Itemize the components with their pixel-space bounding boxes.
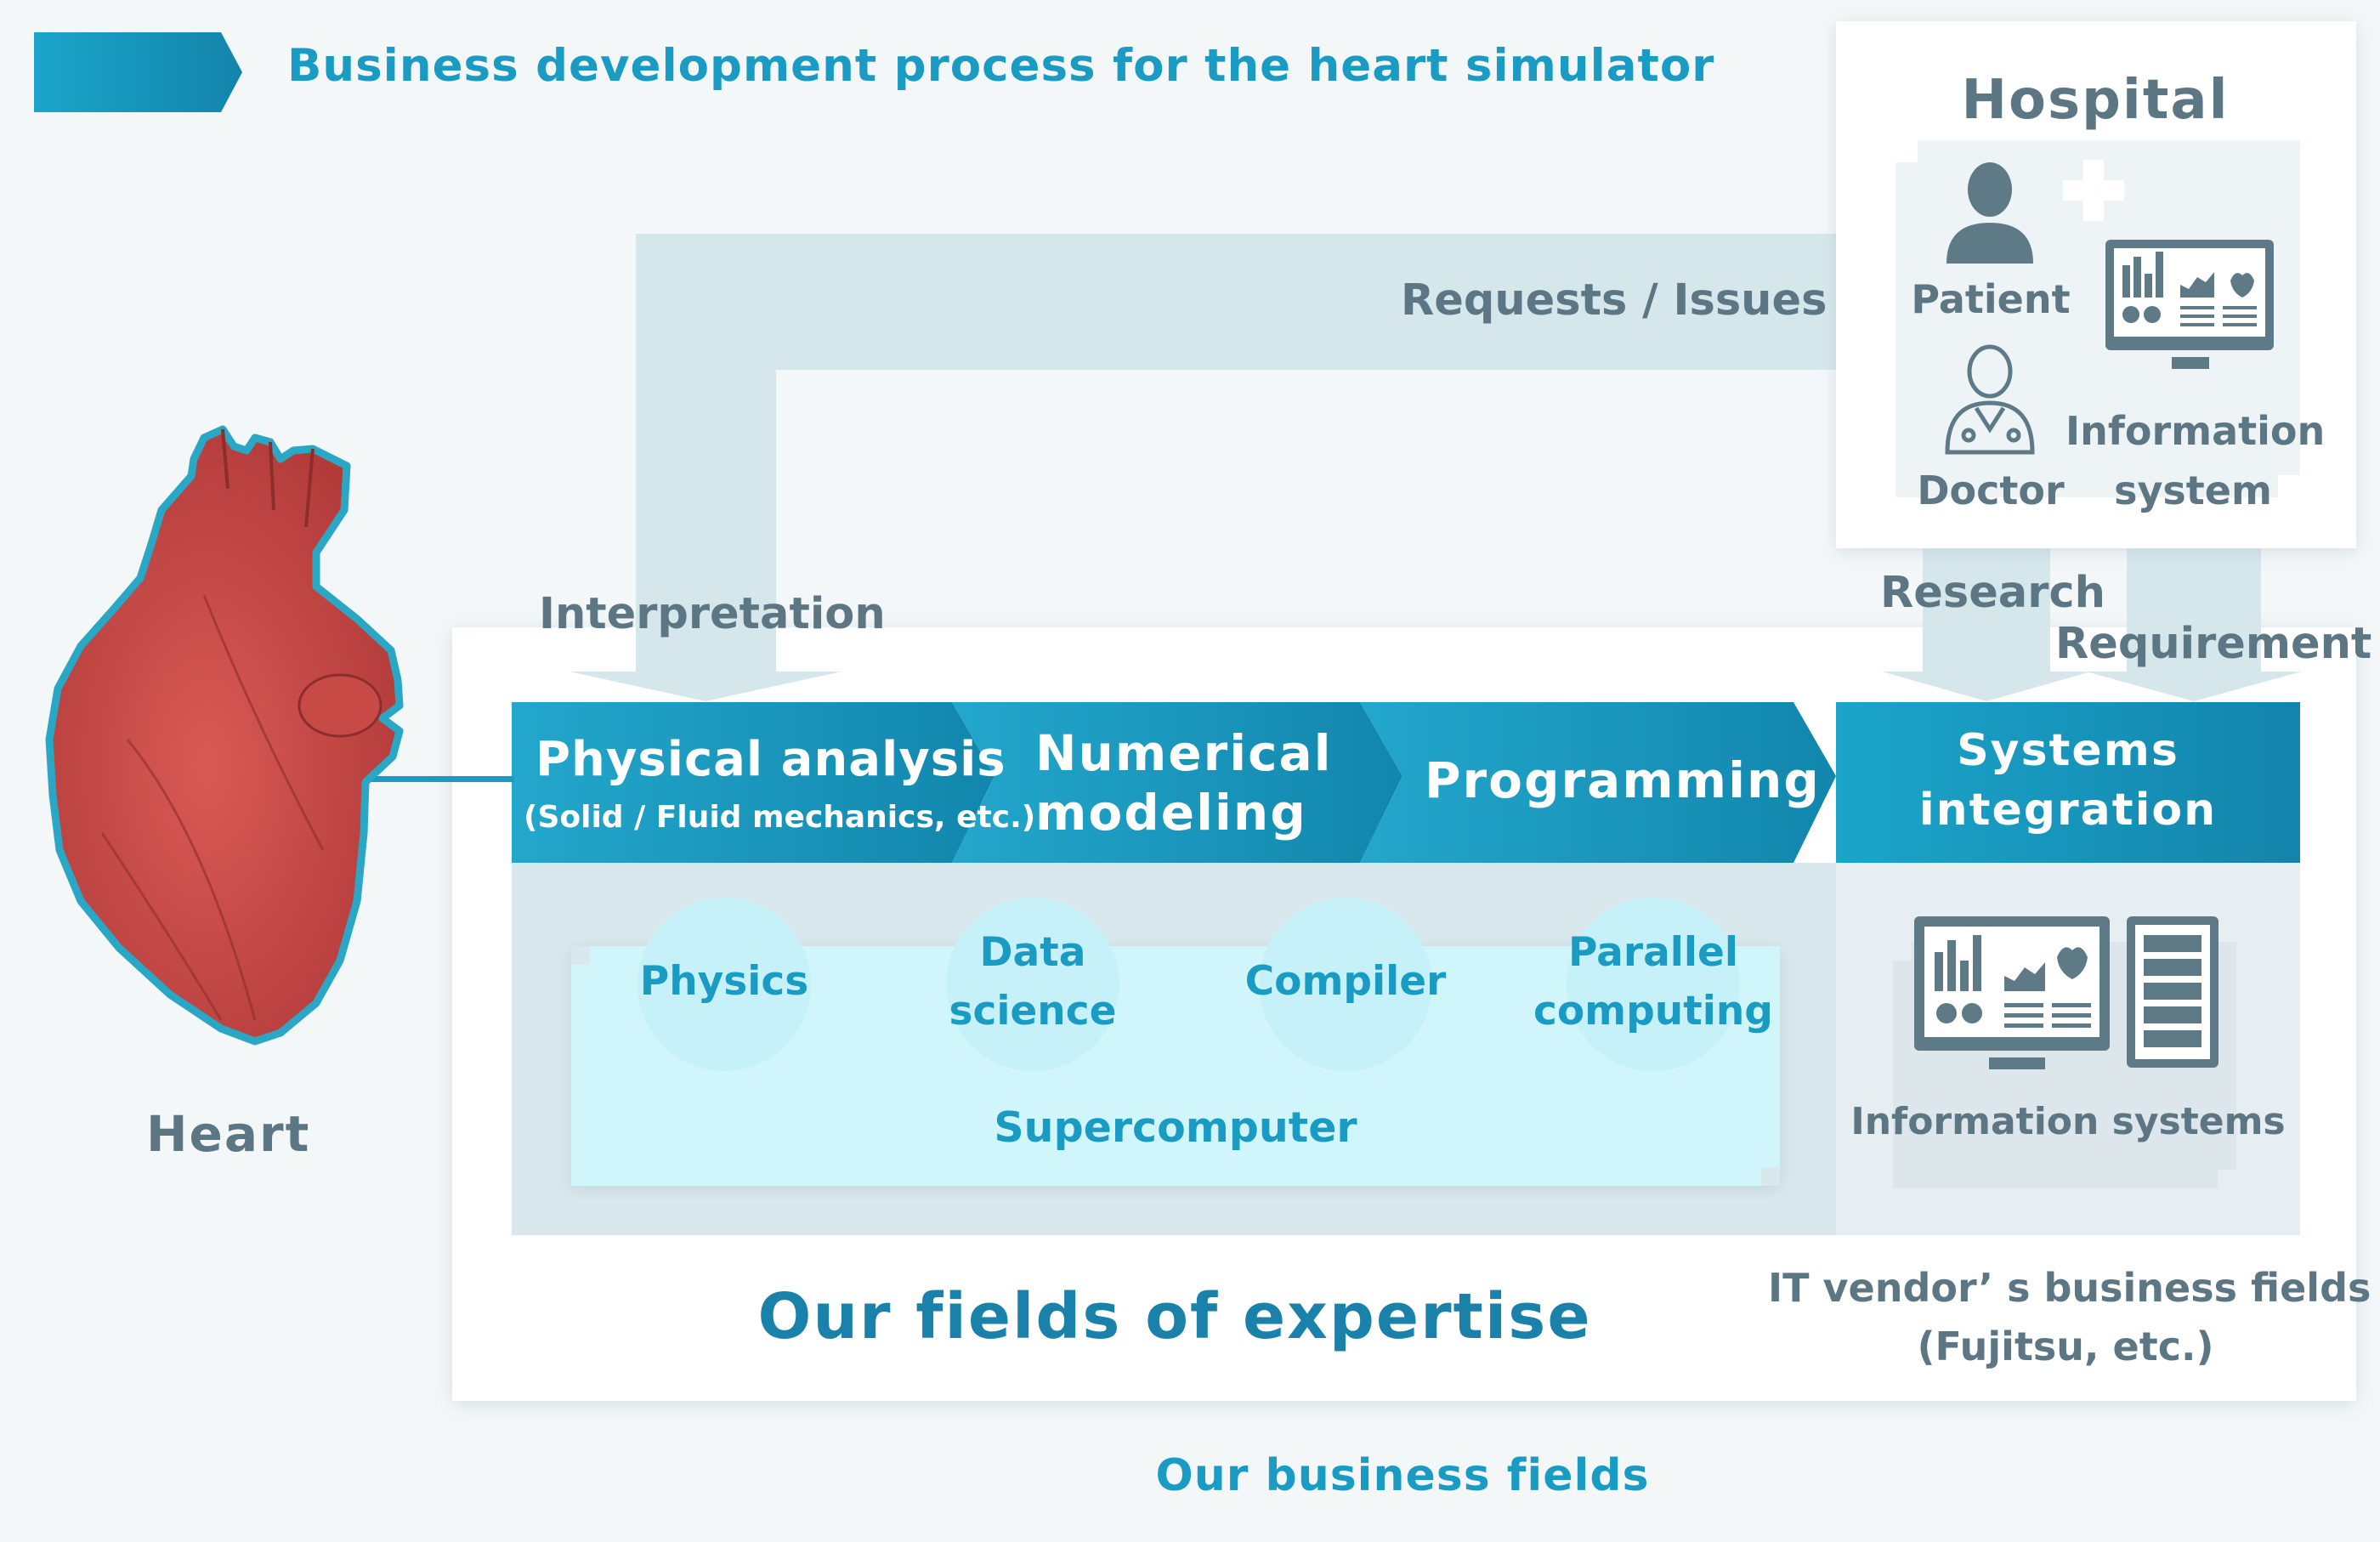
numerical-modeling-line-1: Numerical xyxy=(1035,724,1333,782)
business-fields-label: Our business fields xyxy=(1155,1450,1650,1501)
expertise-label: Our fields of expertise xyxy=(757,1280,1592,1353)
research-flow-arrow xyxy=(1882,544,2091,701)
patient-icon xyxy=(1946,162,2033,264)
title-tag xyxy=(34,32,242,112)
doctor-icon xyxy=(1945,344,2035,455)
numerical-modeling-line-2: modeling xyxy=(1035,784,1307,842)
systems-integration-header xyxy=(1836,702,2300,863)
info-system-label-2: system xyxy=(2114,468,2272,513)
heart-illustration xyxy=(45,425,404,1046)
skill-circle-physics xyxy=(638,898,811,1071)
patient-label: Patient xyxy=(1911,276,2071,322)
doctor-label: Doctor xyxy=(1917,468,2065,513)
monitor-icon xyxy=(2105,240,2274,369)
requirement-label: Requirement xyxy=(2055,619,2372,669)
requests-flow-arrow xyxy=(570,234,1930,701)
chevron-physical-analysis xyxy=(512,702,994,863)
page-title: Business development process for the hea… xyxy=(287,40,1715,92)
heart-connector-line xyxy=(366,776,514,782)
server-rack-icon xyxy=(2127,916,2218,1068)
info-systems-monitor-icon xyxy=(1914,916,2110,1069)
interpretation-label: Interpretation xyxy=(539,589,886,639)
research-label: Research xyxy=(1880,568,2105,618)
systems-integration-line-2: integration xyxy=(1918,785,2218,836)
requirement-flow-arrow xyxy=(2086,544,2302,701)
chevron-programming xyxy=(1360,702,1836,863)
vendor-fields-line-2: (Fujitsu, etc.) xyxy=(1917,1324,2214,1369)
hospital-title: Hospital xyxy=(1961,69,2230,132)
programming-label: Programming xyxy=(1425,751,1821,809)
systems-integration-line-1: Systems xyxy=(1957,725,2179,776)
physics-label: Physics xyxy=(639,958,809,1005)
medical-cross-icon xyxy=(2063,160,2124,221)
physical-analysis-subtitle: (Solid / Fluid mechanics, etc.) xyxy=(524,800,1036,835)
skill-circle-compiler xyxy=(1259,898,1432,1071)
skill-circle-parallel xyxy=(1567,898,1740,1071)
heart-label: Heart xyxy=(146,1105,311,1163)
chevron-numerical-modeling xyxy=(952,702,1402,863)
requests-issues-label: Requests / Issues xyxy=(1401,275,1828,326)
vendor-fields-line-1: IT vendor’ s business fields xyxy=(1768,1265,2372,1311)
compiler-label: Compiler xyxy=(1244,958,1447,1005)
data-science-line-2: science xyxy=(949,988,1117,1035)
info-system-label-1: Information xyxy=(2066,408,2326,454)
skill-circle-data-science xyxy=(946,898,1119,1071)
info-systems-label: Information systems xyxy=(1850,1100,2286,1143)
physical-analysis-title: Physical analysis xyxy=(536,732,1006,787)
supercomputer-label: Supercomputer xyxy=(994,1103,1357,1152)
parallel-computing-line-1: Parallel xyxy=(1567,929,1738,976)
data-science-line-1: Data xyxy=(979,929,1086,976)
parallel-computing-line-2: computing xyxy=(1533,988,1773,1035)
